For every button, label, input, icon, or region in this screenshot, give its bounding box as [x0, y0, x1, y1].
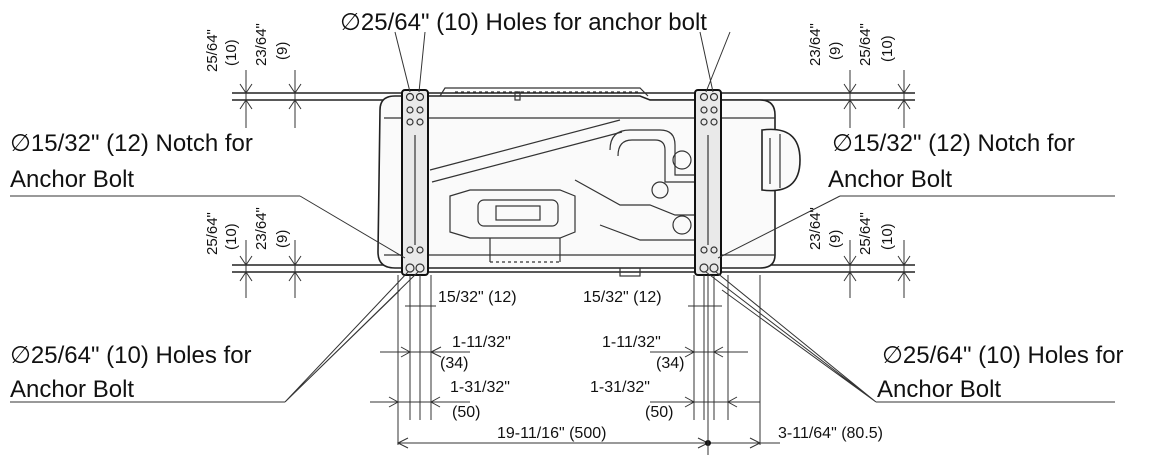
vdim-top-right-a-mm: (9) [827, 41, 844, 60]
vdim-mid-right-b: 25/64" [857, 212, 874, 255]
vdim-mid-left-b: 23/64" [253, 207, 270, 250]
hdim-left-notch: 15/32" (12) [438, 289, 517, 306]
hdim-right-b-mm: (50) [645, 404, 674, 421]
vdim-top-right-a: 23/64" [807, 23, 824, 66]
holes-left-label-line2: Anchor Bolt [10, 376, 135, 403]
notch-left-label-line2: Anchor Bolt [10, 166, 135, 193]
vdim-mid-left-b-mm: (9) [274, 229, 291, 248]
hdim-left-b: 1-31/32" [450, 379, 510, 396]
hdim-left-a-mm: (34) [440, 355, 469, 372]
vdim-top-left-a-mm: (10) [223, 39, 240, 66]
holes-right-label-line2: Anchor Bolt [877, 376, 1002, 403]
vdim-mid-right-b-mm: (10) [879, 223, 896, 250]
hdim-overall: 19-11/16" (500) [497, 425, 607, 442]
hdim-offset: 3-11/64" (80.5) [778, 425, 883, 442]
horizontal-dim-lines [370, 275, 780, 455]
notch-right-label-line1: ∅15/32" (12) Notch for [832, 130, 1075, 157]
hdim-left-b-mm: (50) [452, 404, 481, 421]
vdim-top-left-a: 25/64" [204, 29, 221, 72]
mounting-brackets [401, 89, 722, 276]
hdim-right-a-mm: (34) [656, 355, 685, 372]
notch-right-label-line2: Anchor Bolt [828, 166, 953, 193]
anchor-holes [405, 92, 719, 273]
holes-right-label-line1: ∅25/64" (10) Holes for [882, 342, 1124, 369]
top-holes-label: ∅25/64" (10) Holes for anchor bolt [340, 9, 707, 36]
vdim-top-left-b-mm: (9) [274, 41, 291, 60]
leader-lines [10, 31, 1115, 403]
vdim-mid-left-a-mm: (10) [223, 223, 240, 250]
hdim-left-a: 1-11/32" [452, 334, 511, 351]
vdim-top-right-b: 25/64" [857, 23, 874, 66]
vdim-mid-right-a-mm: (9) [827, 229, 844, 248]
holes-left-label-line1: ∅25/64" (10) Holes for [10, 342, 252, 369]
vdim-mid-right-a: 23/64" [807, 207, 824, 250]
hdim-right-b: 1-31/32" [590, 379, 650, 396]
unit-body [377, 87, 801, 277]
vdim-top-right-b-mm: (10) [879, 35, 896, 62]
hdim-right-a: 1-11/32" [602, 334, 661, 351]
notch-left-label-line1: ∅15/32" (12) Notch for [10, 130, 253, 157]
vdim-mid-left-a: 25/64" [204, 212, 221, 255]
vertical-dim-lines [239, 70, 911, 298]
vdim-top-left-b: 23/64" [253, 23, 270, 66]
hdim-right-notch: 15/32" (12) [583, 289, 662, 306]
